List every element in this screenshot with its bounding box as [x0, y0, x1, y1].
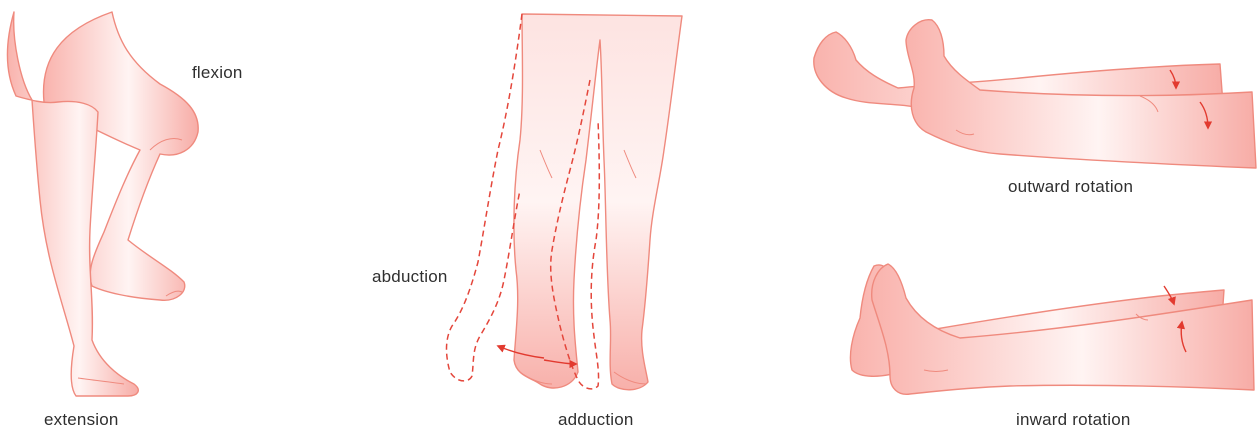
inward-rotation-figure — [850, 264, 1254, 394]
inward-leg-front — [872, 264, 1254, 394]
flexion-label: flexion — [192, 63, 243, 83]
abduction-label: abduction — [372, 267, 448, 287]
extension-label: extension — [44, 410, 119, 430]
outward-rotation-figure — [814, 20, 1256, 168]
abducted-leg-outline — [447, 14, 523, 381]
inward-rotation-label: inward rotation — [1016, 410, 1131, 430]
adduction-label: adduction — [558, 410, 634, 430]
outward-rotation-label: outward rotation — [1008, 177, 1133, 197]
thighs — [514, 14, 682, 390]
abduction-adduction-figure — [447, 14, 683, 390]
flexion-extension-figure — [8, 12, 199, 396]
